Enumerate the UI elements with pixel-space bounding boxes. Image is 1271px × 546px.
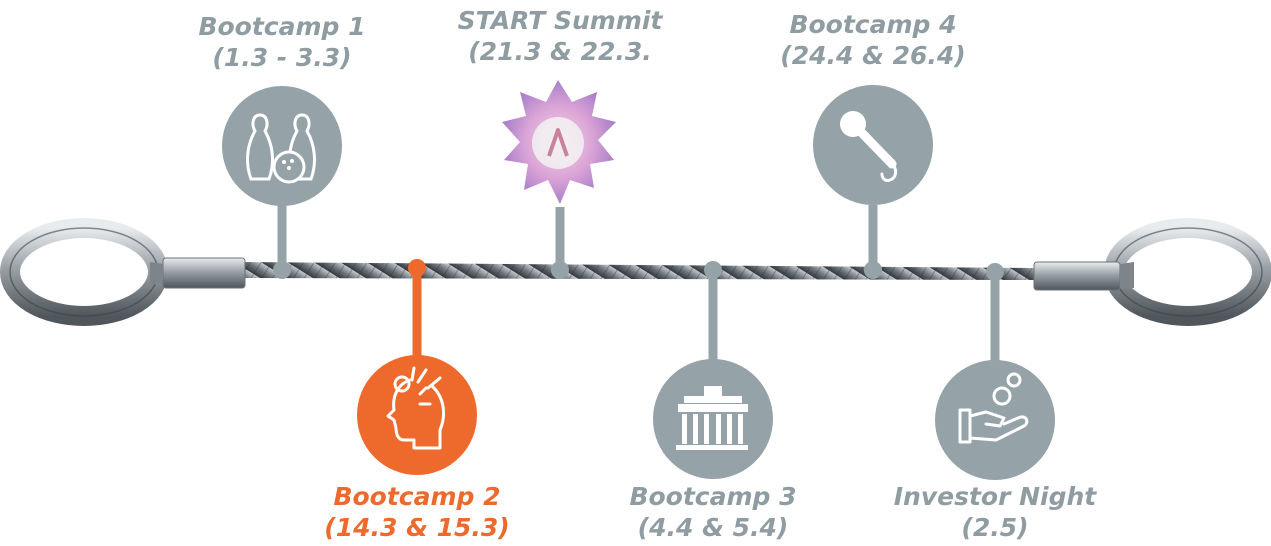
milestone-date: (21.3 & 22.3. — [468, 37, 652, 66]
node-marker — [864, 261, 882, 279]
node-marker — [986, 263, 1004, 281]
brandenburg-gate-icon — [676, 386, 748, 450]
wire-rope — [0, 218, 1271, 326]
label-bootcamp-4: Bootcamp 4 (24.4 & 26.4) — [723, 9, 1023, 71]
milestone-title: Bootcamp 3 — [629, 482, 797, 511]
milestone-date: (4.4 & 5.4) — [637, 513, 789, 542]
node-marker — [704, 261, 722, 279]
milestone-bootcamp-2 — [357, 259, 477, 475]
milestone-title: Bootcamp 4 — [789, 10, 957, 39]
node-marker — [273, 261, 291, 279]
creative-head-icon — [386, 366, 446, 450]
milestone-title: Investor Night — [893, 482, 1097, 511]
label-start-summit: START Summit (21.3 & 22.3. — [410, 5, 710, 67]
milestone-bootcamp-3 — [653, 261, 773, 479]
milestone-date: (14.3 & 15.3) — [324, 513, 510, 542]
milestone-title: Bootcamp 1 — [198, 12, 366, 41]
label-bootcamp-1: Bootcamp 1 (1.3 - 3.3) — [132, 11, 432, 73]
milestone-date: (2.5) — [961, 513, 1029, 542]
node-marker — [551, 261, 569, 279]
hand-coins-icon — [958, 372, 1029, 444]
label-investor-night: Investor Night (2.5) — [845, 481, 1145, 543]
milestone-date: (24.4 & 26.4) — [780, 41, 966, 70]
milestone-bootcamp-4 — [813, 85, 933, 279]
icon-circle — [357, 355, 477, 475]
microphone-icon — [840, 111, 898, 182]
icon-circle — [222, 86, 342, 206]
icon-circle — [653, 359, 773, 479]
milestone-title: START Summit — [457, 6, 663, 35]
bowling-icon — [246, 113, 316, 184]
milestone-bootcamp-1 — [222, 86, 342, 279]
milestone-date: (1.3 - 3.3) — [212, 43, 352, 72]
start-summit-logo — [502, 80, 616, 204]
milestone-title: Bootcamp 2 — [333, 482, 501, 511]
milestone-start-summit — [502, 80, 616, 279]
label-bootcamp-3: Bootcamp 3 (4.4 & 5.4) — [563, 481, 863, 543]
node-marker — [408, 259, 426, 277]
milestone-investor-night — [935, 263, 1055, 480]
icon-circle — [935, 360, 1055, 480]
label-bootcamp-2: Bootcamp 2 (14.3 & 15.3) — [267, 481, 567, 543]
